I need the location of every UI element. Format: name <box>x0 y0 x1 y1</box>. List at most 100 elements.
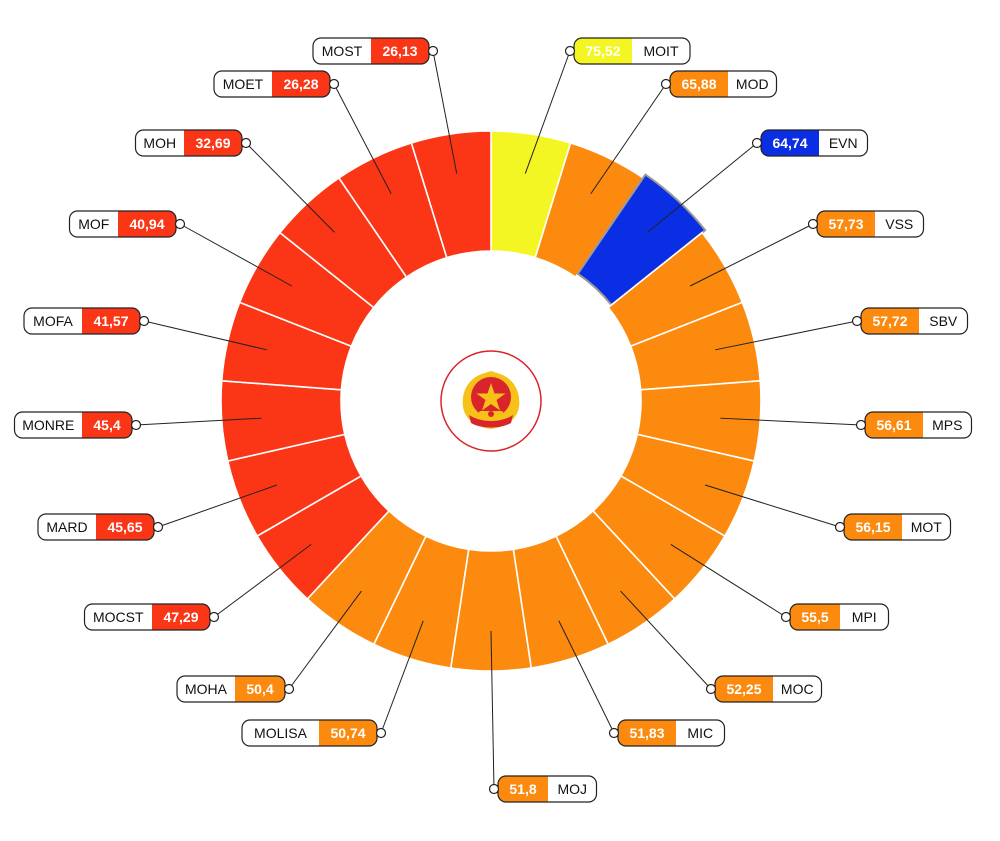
label-value-box <box>790 604 840 630</box>
connector-dot <box>751 137 763 149</box>
label-name: MOET <box>223 76 264 92</box>
label-moet: 26,28 MOET <box>213 70 340 98</box>
connector-dot <box>152 521 164 533</box>
connector-dot <box>608 727 620 739</box>
label-value: 45,65 <box>107 519 142 535</box>
label-value: 52,25 <box>726 681 761 697</box>
label-value: 55,5 <box>801 609 828 625</box>
label-value: 41,57 <box>93 313 128 329</box>
connector-dot <box>705 683 717 695</box>
leader-line-moc <box>620 590 712 690</box>
label-moj: 51,8 MOJ <box>488 775 598 803</box>
label-name: MOFA <box>33 313 73 329</box>
label-value-box <box>82 308 140 334</box>
leader-line-mod <box>590 83 667 195</box>
label-name: MOJ <box>557 781 587 797</box>
label-name: MOHA <box>185 681 228 697</box>
leader-line-mpi <box>670 543 787 618</box>
label-value: 26,13 <box>382 43 417 59</box>
label-value: 57,72 <box>872 313 907 329</box>
label-moc: 52,25 MOC <box>705 675 823 703</box>
label-value: 64,74 <box>772 135 807 151</box>
leader-line-mard <box>157 484 278 528</box>
connector-dot <box>208 611 220 623</box>
leader-line-monre <box>135 417 262 426</box>
label-moh: 32,69 MOH <box>134 129 252 157</box>
label-name: MOC <box>781 681 814 697</box>
label-mof: 40,94 MOF <box>68 210 186 238</box>
connector-dot <box>174 218 186 230</box>
label-name: MOST <box>322 43 363 59</box>
label-monre: 45,4 MONRE <box>13 411 142 439</box>
leader-line-evn <box>647 142 758 233</box>
leader-line-moj <box>490 630 495 790</box>
connector-dot <box>834 521 846 533</box>
leader-line-molisa <box>380 620 424 734</box>
leader-line-moha <box>288 590 362 690</box>
label-value: 51,8 <box>509 781 536 797</box>
label-value: 47,29 <box>163 609 198 625</box>
connector-dot <box>660 78 672 90</box>
label-value: 26,28 <box>283 76 318 92</box>
national-emblem-icon <box>440 350 542 452</box>
leader-line-moit <box>524 50 571 174</box>
label-value-box <box>670 71 728 97</box>
label-value-box <box>498 776 548 802</box>
label-value: 45,4 <box>93 417 120 433</box>
label-value-box <box>844 514 902 540</box>
label-name: SBV <box>929 313 958 329</box>
label-value-box <box>618 720 676 746</box>
connector-dot <box>283 683 295 695</box>
label-evn: 64,74 EVN <box>751 129 869 157</box>
label-value-box <box>865 412 923 438</box>
connector-dot <box>130 419 142 431</box>
connector-dot <box>855 419 867 431</box>
label-name: MOT <box>911 519 943 535</box>
label-value-box <box>861 308 919 334</box>
label-value-box <box>235 676 285 702</box>
leader-line-mofa <box>143 320 267 351</box>
label-value: 32,69 <box>195 135 230 151</box>
connector-dot <box>427 45 439 57</box>
leader-line-mot <box>704 484 841 528</box>
label-name: EVN <box>829 135 858 151</box>
connector-dot <box>138 315 150 327</box>
connector-dot <box>564 45 576 57</box>
label-value: 50,4 <box>246 681 273 697</box>
leader-lines <box>135 50 862 790</box>
label-value-box <box>152 604 210 630</box>
connector-dot <box>328 78 340 90</box>
label-value-box <box>96 514 154 540</box>
connector-dot <box>807 218 819 230</box>
label-value-box <box>574 38 632 64</box>
label-value: 40,94 <box>129 216 164 232</box>
leader-line-mic <box>558 620 615 734</box>
label-most: 26,13 MOST <box>312 37 439 65</box>
donut-segments <box>220 130 762 672</box>
label-name: MOIT <box>644 43 679 59</box>
leader-line-mocst <box>213 544 312 618</box>
label-value: 75,52 <box>585 43 620 59</box>
leader-line-sbv <box>715 320 858 351</box>
label-value-box <box>118 211 176 237</box>
leader-line-most <box>432 50 458 174</box>
label-name: MOLISA <box>254 725 308 741</box>
label-value: 57,73 <box>828 216 863 232</box>
label-mofa: 41,57 MOFA <box>23 307 150 335</box>
connector-dot <box>780 611 792 623</box>
label-value-box <box>319 720 377 746</box>
label-name: MOH <box>143 135 176 151</box>
label-name: MOF <box>78 216 109 232</box>
label-name: MONRE <box>22 417 74 433</box>
label-value: 51,83 <box>629 725 664 741</box>
label-value-box <box>715 676 773 702</box>
leader-line-vss <box>689 223 814 287</box>
